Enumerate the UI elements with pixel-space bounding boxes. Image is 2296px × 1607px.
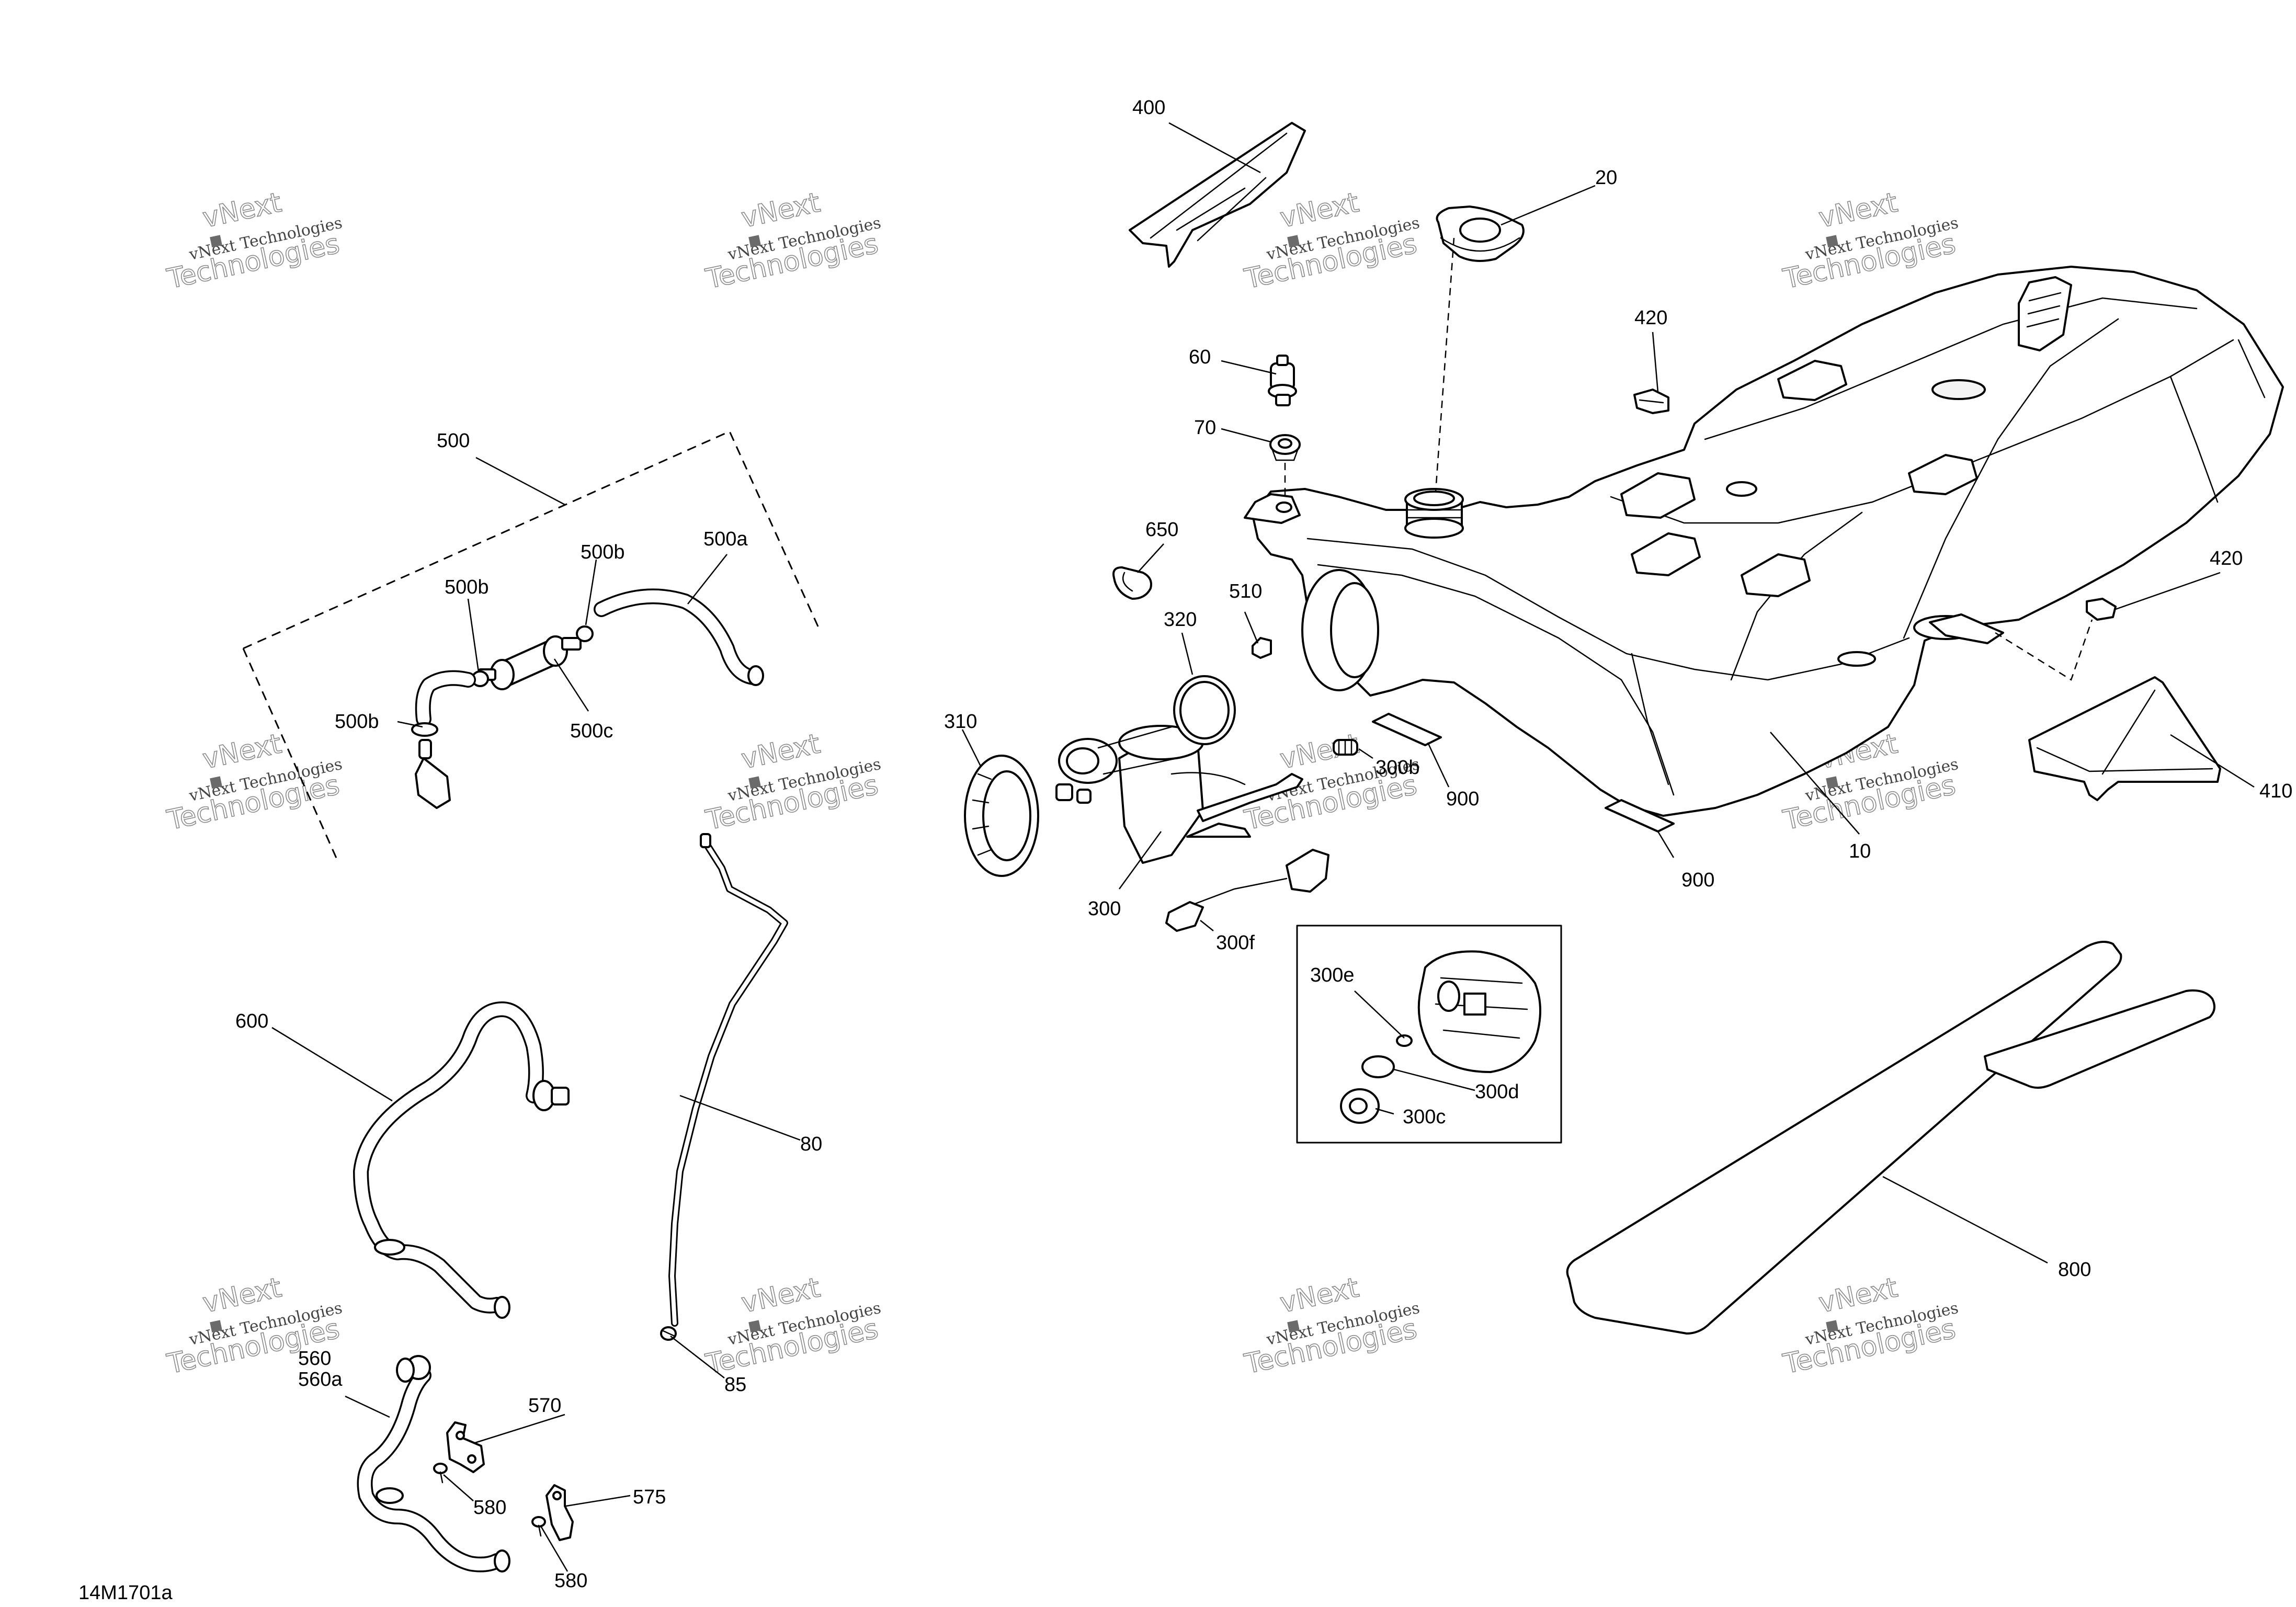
watermark-mark	[748, 1320, 761, 1333]
watermark: Technologies vNext vNext Technologies	[164, 187, 344, 296]
callout-420-top: 420	[1634, 307, 1667, 329]
part-300f-level-sender[interactable]	[1165, 849, 1329, 932]
callout-300f: 300f	[1216, 932, 1255, 954]
callout-600: 600	[235, 1010, 268, 1032]
watermark-mark	[748, 776, 761, 789]
part-300-fuel-pump[interactable]	[1055, 725, 1303, 864]
watermark: Technologies vNext vNext Technologies	[702, 187, 882, 296]
callout-580-a: 580	[473, 1497, 506, 1519]
callout-575: 575	[633, 1486, 666, 1508]
callout-800: 800	[2058, 1259, 2091, 1281]
part-410-heat-shield[interactable]	[2028, 676, 2221, 801]
callout-300e: 300e	[1310, 964, 1355, 986]
part-320-seal[interactable]	[1173, 675, 1236, 745]
callout-60: 60	[1189, 346, 1211, 368]
inset-fuel-pump-detail	[1296, 925, 1562, 1144]
watermark-mark	[1826, 1320, 1838, 1333]
callout-900-lower: 900	[1681, 869, 1714, 891]
part-650-clamp[interactable]	[1112, 566, 1152, 600]
callout-300b: 300b	[1376, 757, 1420, 779]
callout-85: 85	[724, 1374, 746, 1396]
part-10-fuel-tank[interactable]	[1244, 266, 2284, 817]
watermark: Technologies vNext vNext Technologies	[702, 1272, 882, 1381]
leader-lines	[271, 122, 2255, 1572]
part-420-clip-top[interactable]	[1633, 389, 1669, 414]
watermark-big: vNext	[738, 1272, 823, 1319]
watermark-big: vNext	[738, 187, 823, 234]
part-420-clip-right[interactable]	[2086, 598, 2117, 621]
watermark-big: vNext	[200, 728, 284, 775]
part-20-fuel-cap[interactable]	[1436, 206, 1525, 262]
watermark-mark	[748, 235, 761, 248]
callout-410: 410	[2259, 780, 2292, 802]
part-900-pad-lower[interactable]	[1605, 799, 1675, 833]
part-310-lock-ring[interactable]	[964, 755, 1039, 877]
watermark: Technologies vNext vNext Technologies	[1241, 1272, 1421, 1381]
part-60-valve[interactable]	[1268, 355, 1297, 406]
callout-310: 310	[944, 711, 977, 733]
callout-70: 70	[1194, 417, 1216, 439]
part-560-hose[interactable]	[357, 1355, 510, 1572]
watermark-big: vNext	[738, 728, 823, 775]
watermark: Technologies vNext vNext Technologies	[1780, 1272, 1960, 1381]
callout-900-upper: 900	[1446, 788, 1479, 810]
part-580-screw-a[interactable]	[433, 1463, 448, 1484]
callout-500b-top: 500b	[581, 541, 625, 563]
part-570-bracket[interactable]	[446, 1421, 485, 1473]
callout-10: 10	[1849, 840, 1871, 862]
callout-570: 570	[528, 1395, 561, 1417]
watermark-big: vNext	[1277, 1272, 1361, 1319]
callout-20: 20	[1595, 167, 1617, 189]
watermark-mark	[1826, 235, 1838, 248]
part-400-heat-shield[interactable]	[1129, 122, 1306, 268]
watermark-big: vNext	[200, 1272, 284, 1319]
dashed-lines	[242, 237, 2093, 861]
callout-300d: 300d	[1475, 1081, 1519, 1103]
callout-650: 650	[1145, 519, 1178, 541]
watermark-mark	[1287, 235, 1300, 248]
callout-500c: 500c	[570, 720, 613, 742]
callout-420-right: 420	[2210, 548, 2243, 569]
callout-300c: 300c	[1403, 1106, 1446, 1128]
callout-500: 500	[437, 430, 470, 452]
callout-300: 300	[1088, 898, 1121, 920]
callout-580-b: 580	[554, 1570, 587, 1592]
callout-560a: 560a	[298, 1369, 343, 1391]
drawing-id: 14M1701a	[78, 1582, 173, 1604]
watermark-mark	[210, 1320, 222, 1333]
part-900-pad-upper[interactable]	[1372, 713, 1442, 746]
watermark-mark	[1287, 1320, 1300, 1333]
watermark-mark	[1826, 776, 1838, 789]
part-510-clip[interactable]	[1252, 637, 1272, 659]
watermark-mark	[210, 235, 222, 248]
part-70-grommet[interactable]	[1269, 434, 1301, 461]
part-800-mat[interactable]	[1566, 941, 2215, 1335]
callout-560: 560	[298, 1348, 331, 1370]
watermark-big: vNext	[1816, 1272, 1900, 1319]
callout-500a: 500a	[703, 528, 748, 550]
part-600-hose[interactable]	[353, 1001, 570, 1319]
part-80-fuel-line[interactable]	[668, 833, 788, 1327]
callout-80: 80	[800, 1133, 822, 1155]
watermark-big: vNext	[1277, 187, 1361, 234]
part-580-screw-b[interactable]	[531, 1516, 546, 1537]
part-300b-fitting[interactable]	[1333, 739, 1358, 756]
callout-400: 400	[1132, 97, 1165, 119]
callout-510: 510	[1229, 580, 1262, 602]
watermark: Technologies vNext vNext Technologies	[702, 728, 882, 837]
watermark-mark	[210, 776, 222, 789]
watermark-big: vNext	[1816, 187, 1900, 234]
callout-500b-low: 500b	[335, 711, 379, 733]
part-575-bracket[interactable]	[545, 1484, 574, 1541]
callout-500b-mid: 500b	[445, 576, 489, 598]
watermark: Technologies vNext vNext Technologies	[1780, 187, 1960, 296]
callout-320: 320	[1164, 609, 1197, 631]
watermark: Technologies vNext vNext Technologies	[164, 728, 344, 837]
watermark-big: vNext	[200, 187, 284, 234]
callout-labels: 400 20 420 60 70 500 500a 500b 500b 500b…	[78, 97, 2292, 1604]
part-500-filter-assembly[interactable]	[411, 588, 764, 809]
